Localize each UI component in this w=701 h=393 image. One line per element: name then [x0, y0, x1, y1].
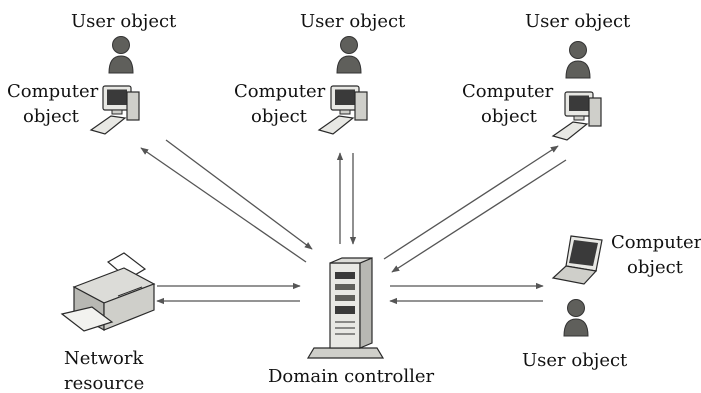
computer-object-label-line1: Computer	[7, 81, 99, 102]
node-top-right: User object Computer object	[462, 11, 631, 141]
arrow-topright-to-dc	[391, 159, 567, 273]
connection-arrows	[140, 139, 567, 305]
computer-object-label-line2: object	[481, 106, 538, 127]
network-resource-label-line1: Network	[64, 348, 144, 369]
arrow-topleft-to-dc	[165, 139, 313, 250]
user-icon	[565, 41, 591, 79]
computer-object-label-line2: object	[23, 106, 80, 127]
computer-object-label-line2: object	[627, 257, 684, 278]
desktop-computer-icon	[318, 85, 368, 135]
node-left: Network resource	[60, 252, 156, 393]
user-object-label: User object	[300, 11, 406, 32]
node-top-center: User object Computer object	[234, 11, 406, 135]
node-right: Computer object User object	[522, 232, 701, 371]
node-center: Domain controller	[268, 257, 434, 387]
desktop-computer-icon	[552, 91, 602, 141]
arrow-dc-to-topright	[383, 145, 559, 260]
computer-object-label-line1: Computer	[611, 232, 701, 253]
printer-icon	[60, 252, 156, 332]
user-icon	[108, 36, 134, 74]
computer-object-label-line1: Computer	[462, 81, 554, 102]
user-icon	[336, 36, 362, 74]
user-object-label: User object	[522, 350, 628, 371]
user-object-label: User object	[525, 11, 631, 32]
laptop-icon	[551, 235, 603, 285]
user-object-label: User object	[71, 11, 177, 32]
user-icon	[563, 299, 589, 337]
arrow-dc-to-topleft	[140, 147, 307, 263]
network-resource-label-line2: resource	[64, 373, 144, 393]
server-icon	[306, 257, 385, 359]
computer-object-label-line1: Computer	[234, 81, 326, 102]
computer-object-label-line2: object	[251, 106, 308, 127]
node-top-left: User object Computer object	[7, 11, 177, 135]
domain-controller-label: Domain controller	[268, 366, 434, 387]
